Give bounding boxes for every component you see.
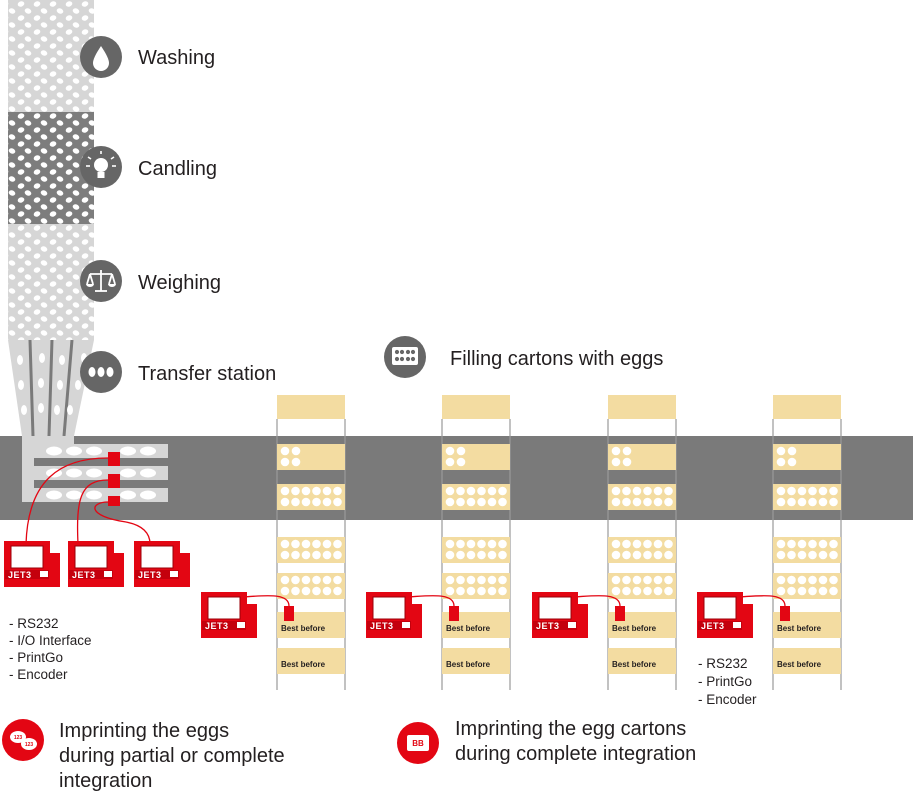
egg-interface-item: - RS232 (9, 616, 59, 631)
candling-conveyor (8, 112, 94, 224)
carton-printer-4: JET3 (697, 592, 753, 638)
egg-imprint-icon-text: 123 (25, 742, 34, 748)
carton-printer-3: JET3 (532, 592, 588, 638)
scale-icon (80, 260, 122, 302)
egg-carton-icon (384, 336, 426, 378)
egg-printer-cables (25, 457, 151, 545)
three-eggs-icon (80, 351, 122, 393)
funnel-eggs (17, 353, 87, 415)
egg-printer-2: JET3 (68, 541, 124, 587)
egg-imprint-icon: 123 123 (2, 719, 44, 761)
carton-interface-list: - RS232 - PrintGo - Encoder (698, 656, 757, 707)
printer-brand: JET3 (72, 570, 96, 580)
printer-brand: JET3 (138, 570, 162, 580)
carton-imprint-icon: BB (397, 722, 439, 764)
carton-printer-1: JET3 (201, 592, 257, 638)
carton-printhead (780, 606, 790, 621)
egg-interface-list: - RS232 - I/O Interface - PrintGo - Enco… (9, 616, 92, 682)
legend-cartons-line-2: during complete integration (455, 743, 696, 765)
stage-label-transfer: Transfer station (138, 363, 276, 385)
best-before-label: Best before (777, 624, 822, 633)
printer-brand: JET3 (701, 621, 725, 631)
legend-eggs-line-1: Imprinting the eggs (59, 720, 229, 742)
best-before-label: Best before (281, 660, 326, 669)
carton-printers: JET3 JET3 JET3 JET3 (201, 592, 786, 638)
weighing-conveyor (8, 224, 94, 340)
carton-interface-item: - RS232 (698, 656, 748, 671)
egg-printer-1: JET3 (4, 541, 60, 587)
egg-printer-3: JET3 (134, 541, 190, 587)
egg-printheads (108, 452, 120, 506)
printer-brand: JET3 (536, 621, 560, 631)
carton-printhead (284, 606, 294, 621)
best-before-label: Best before (777, 660, 822, 669)
stage-label-candling: Candling (138, 158, 217, 180)
carton-printer-2: JET3 (366, 592, 422, 638)
best-before-label: Best before (446, 660, 491, 669)
light-bulb-icon (80, 146, 122, 188)
stage-label-washing: Washing (138, 47, 215, 69)
filling-label: Filling cartons with eggs (450, 348, 663, 370)
egg-imprint-icon-text: 123 (14, 735, 23, 741)
legend-cartons-line-1: Imprinting the egg cartons (455, 718, 686, 740)
stage-label-weighing: Weighing (138, 272, 221, 294)
best-before-label: Best before (281, 624, 326, 633)
legend-eggs-line-2: during partial or complete (59, 745, 285, 767)
egg-interface-item: - PrintGo (9, 650, 63, 665)
legend-eggs-line-3: integration (59, 770, 152, 792)
carton-interface-item: - Encoder (698, 692, 757, 707)
best-before-label: Best before (612, 624, 657, 633)
washing-conveyor (8, 0, 94, 112)
carton-printhead (449, 606, 459, 621)
carton-printhead (615, 606, 625, 621)
water-drop-icon (80, 36, 122, 78)
funnel-lanes (28, 339, 74, 437)
egg-interface-item: - Encoder (9, 667, 68, 682)
carton-interface-item: - PrintGo (698, 674, 752, 689)
printer-brand: JET3 (8, 570, 32, 580)
egg-printers: JET3 JET3 JET3 (4, 541, 190, 587)
printer-brand: JET3 (370, 621, 394, 631)
belt-eggs (46, 446, 156, 500)
printer-brand: JET3 (205, 621, 229, 631)
best-before-label: Best before (612, 660, 657, 669)
carton-imprint-icon-text: BB (412, 739, 424, 748)
best-before-label: Best before (446, 624, 491, 633)
funnel-outlet (22, 436, 74, 444)
egg-interface-item: - I/O Interface (9, 633, 92, 648)
funnel-outlet-stem (22, 436, 34, 502)
